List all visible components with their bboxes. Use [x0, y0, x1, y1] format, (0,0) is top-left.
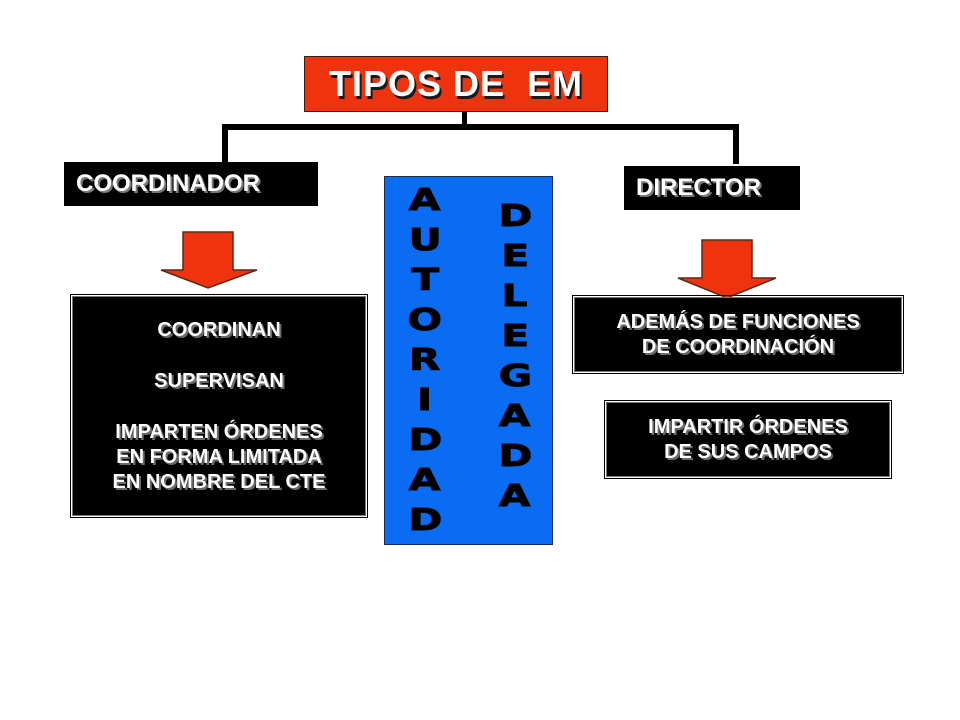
- vertical-letter: D: [498, 199, 533, 235]
- connector-right-drop: [733, 124, 739, 164]
- function-imparten-line2: EN FORMA LIMITADA: [116, 445, 322, 468]
- connector-left-drop: [222, 124, 228, 164]
- vertical-letter: A: [499, 399, 532, 435]
- vertical-letter: E: [501, 239, 530, 275]
- director-line-2: DE COORDINACIÓN: [641, 335, 835, 358]
- connector-stem: [462, 112, 467, 128]
- vertical-letter: R: [409, 343, 442, 379]
- vertical-letter: A: [409, 463, 442, 499]
- vertical-letter: D: [408, 503, 443, 539]
- coordinador-functions-box: COORDINAN SUPERVISAN IMPARTEN ÓRDENES EN…: [70, 294, 368, 518]
- vertical-letter: D: [408, 423, 443, 459]
- vertical-letter: G: [498, 359, 533, 395]
- title-text: TIPOS DE EM: [328, 63, 584, 104]
- director-label: DIRECTOR: [624, 166, 800, 210]
- vertical-letter: D: [498, 439, 533, 475]
- function-imparten-line3: EN NOMBRE DEL CTE: [112, 470, 326, 493]
- director-orders-box: IMPARTIR ÓRDENES DE SUS CAMPOS: [604, 400, 892, 479]
- connector-horizontal: [222, 124, 738, 130]
- vertical-letter: A: [409, 183, 442, 219]
- director-line-1: ADEMÁS DE FUNCIONES: [616, 310, 860, 333]
- director-orders-line-1: IMPARTIR ÓRDENES: [648, 415, 848, 438]
- vertical-letter: E: [501, 319, 530, 355]
- function-supervisan: SUPERVISAN: [154, 369, 284, 392]
- director-orders-line-2: DE SUS CAMPOS: [664, 440, 832, 463]
- vertical-letter: T: [410, 263, 439, 299]
- vertical-letter: A: [499, 479, 532, 515]
- director-coordination-box: ADEMÁS DE FUNCIONES DE COORDINACIÓN: [572, 295, 904, 374]
- vertical-letter: I: [417, 383, 433, 419]
- function-imparten-line1: IMPARTEN ÓRDENES: [115, 420, 323, 443]
- right-down-arrow-icon: [677, 239, 777, 299]
- left-down-arrow-icon: [160, 231, 258, 289]
- title-box: TIPOS DE EM: [304, 56, 608, 112]
- vertical-letter: L: [501, 279, 528, 315]
- vertical-letter: O: [407, 303, 443, 339]
- coordinador-label: COORDINADOR: [64, 162, 318, 206]
- function-coordinan: COORDINAN: [157, 318, 281, 341]
- vertical-letter: U: [408, 223, 442, 259]
